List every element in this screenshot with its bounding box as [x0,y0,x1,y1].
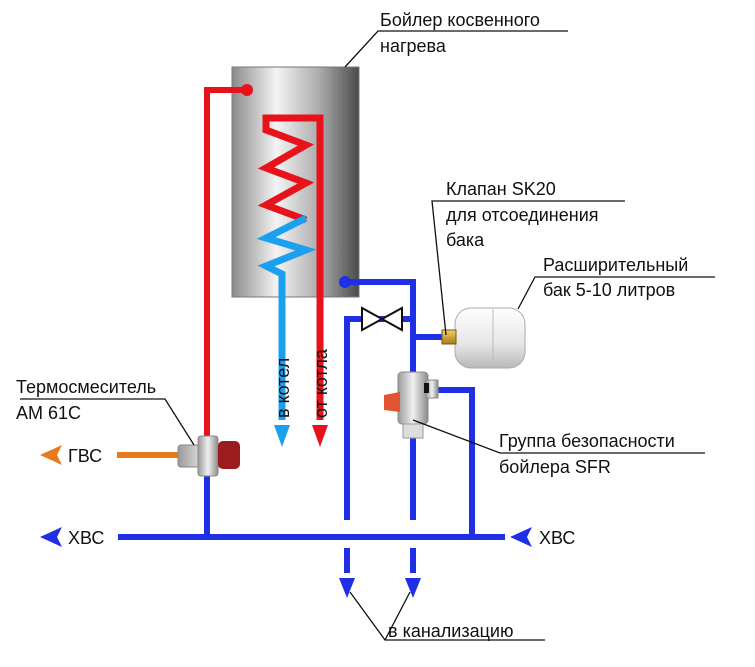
safety-group-pipe [430,387,475,537]
shutoff-valve-icon[interactable] [361,306,403,332]
valve-sk20-label-line1: Клапан SK20 [446,179,556,199]
to-boiler-label: в котел [273,358,293,418]
expansion-tank-icon [454,307,526,369]
drain-arrow-left [339,578,355,598]
cold-inlet-dot [339,276,351,288]
safety-group-label-line2: бойлера SFR [499,457,611,477]
thermomixer-label-line2: АМ 61С [16,403,81,423]
cold-left-arrow-icon [40,527,62,547]
valve-sk20-label-line2: для отсоединения [446,205,599,225]
drain-label: в канализацию [388,621,513,641]
hot-water-pipe [204,87,247,440]
to-boiler-arrow [274,425,290,447]
thermomixer-icon[interactable] [177,435,240,477]
cold-right-label: ХВС [539,528,575,548]
safety-group-icon[interactable] [384,371,439,439]
boiler-label-line1: Бойлер косвенного [380,10,540,30]
coil-cold [256,214,317,420]
sk20-valve-icon[interactable] [441,329,457,345]
expansion-tank-label-line1: Расширительный [543,255,688,275]
leader-lines [20,30,715,641]
thermomixer-label-line1: Термосмеситель [16,377,156,397]
boiler-label-line2: нагрева [380,36,447,56]
dhw-arrow-icon [40,445,62,465]
coil-hot [257,114,324,420]
cold-right-arrow-icon [510,527,532,547]
hot-outlet-dot [241,84,253,96]
dhw-label: ГВС [68,446,102,466]
from-boiler-arrow [312,425,328,447]
valve-sk20-label-line3: бака [446,230,485,250]
cold-inlet-pipe [345,279,416,375]
cold-left-label: ХВС [68,528,104,548]
expansion-tank-label-line2: бак 5-10 литров [543,280,675,300]
safety-group-label-line1: Группа безопасности [499,431,675,451]
from-boiler-label: от котла [311,348,331,418]
drain-arrow-right [405,578,421,598]
